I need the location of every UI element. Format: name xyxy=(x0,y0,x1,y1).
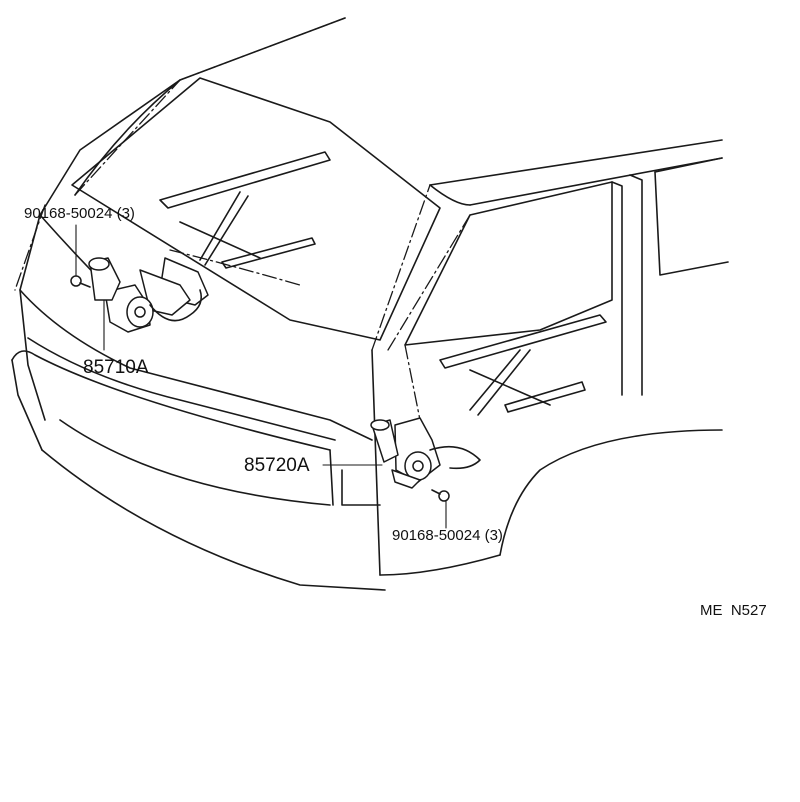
callout-bolt-lower: 90168-50024 (3) xyxy=(392,527,503,544)
diagram-code: ME N527 xyxy=(700,602,767,619)
side-window xyxy=(371,181,613,421)
upper-bolt xyxy=(70,275,91,288)
leader-lines xyxy=(75,224,447,529)
body-outline xyxy=(11,17,729,591)
rear-window xyxy=(14,17,441,341)
rear-wiper-slots xyxy=(159,151,331,269)
lower-bolt xyxy=(431,489,450,502)
callout-motor-rear: 85710A xyxy=(83,357,149,378)
callout-motor-side: 85720A xyxy=(244,455,310,476)
callout-bolt-upper: 90168-50024 (3) xyxy=(24,205,135,222)
side-wiper-motor xyxy=(370,417,481,489)
rear-wiper-motor xyxy=(88,257,209,333)
